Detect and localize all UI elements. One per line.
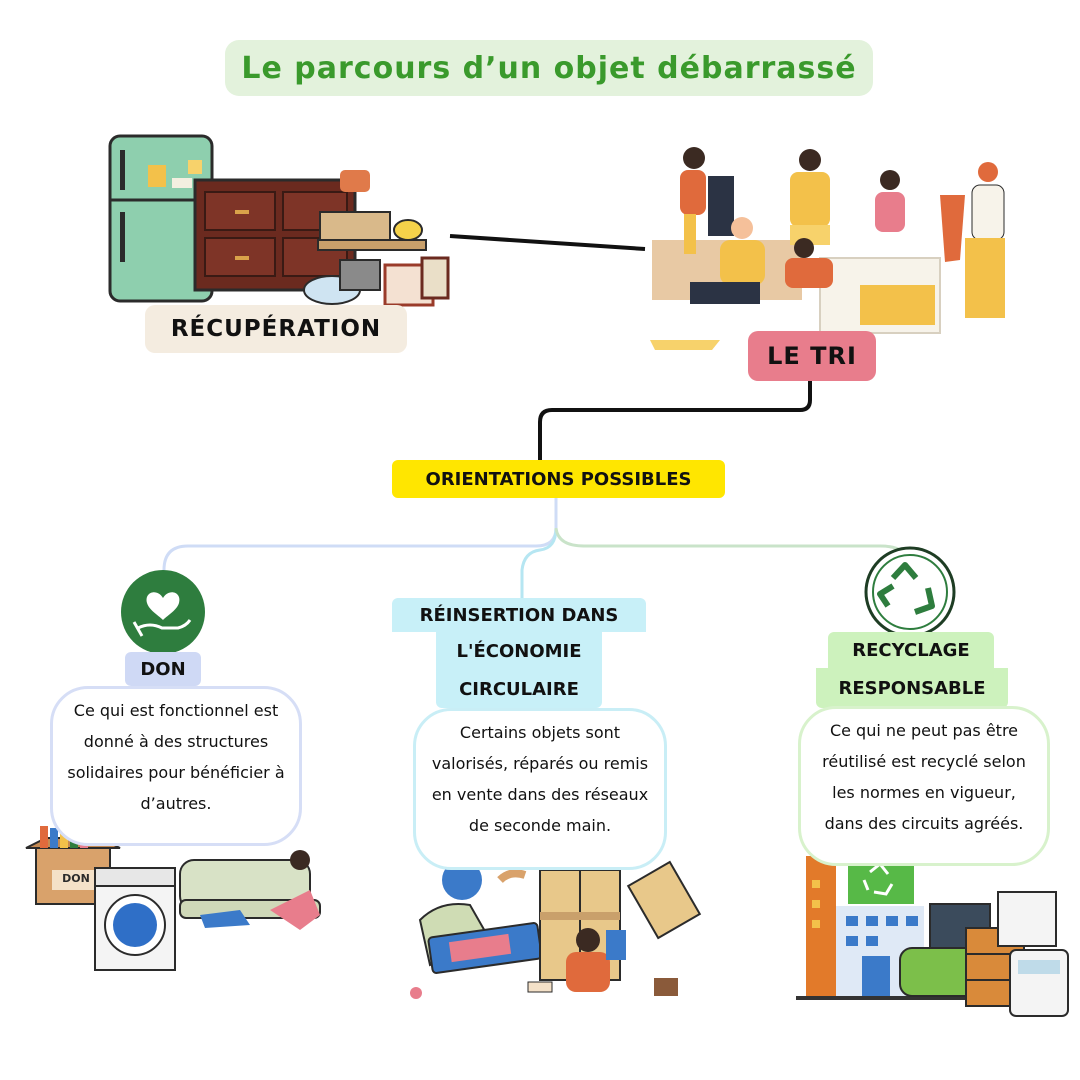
tri-illustration xyxy=(650,147,1005,350)
page-title: Le parcours d’un objet débarrassé xyxy=(225,40,873,96)
don-box-label: DON xyxy=(62,872,90,885)
recuperation-illustration xyxy=(108,134,450,307)
reinsertion-label-1: RÉINSERTION DANS xyxy=(392,598,646,632)
connector-reinsertion xyxy=(520,527,558,598)
recyclage-text-bubble: Ce qui ne peut pas être réutilisé est re… xyxy=(798,706,1050,866)
reinsertion-illustration xyxy=(410,860,702,999)
node-recuperation: RÉCUPÉRATION xyxy=(145,305,407,353)
node-orientations: ORIENTATIONS POSSIBLES xyxy=(392,460,725,498)
connector-tri-orientations xyxy=(538,380,812,462)
heart-hand-icon xyxy=(121,570,205,654)
reinsertion-label-3: CIRCULAIRE xyxy=(436,670,602,708)
reinsertion-text-bubble: Certains objets sont valorisés, réparés … xyxy=(413,708,667,870)
don-label: DON xyxy=(125,652,201,686)
recyclage-label-1: RECYCLAGE xyxy=(828,632,994,668)
recyclage-label-2: RESPONSABLE xyxy=(816,668,1008,708)
connector-don xyxy=(162,498,558,580)
don-text-bubble: Ce qui est fonctionnel est donné à des s… xyxy=(50,686,302,846)
connector-recyclage xyxy=(554,527,907,561)
node-tri: LE TRI xyxy=(748,331,876,381)
recycle-icon xyxy=(864,546,956,638)
connector-recuperation-tri xyxy=(449,234,646,251)
recyclage-illustration xyxy=(796,812,1069,1017)
reinsertion-label-2: L'ÉCONOMIE xyxy=(436,632,602,670)
